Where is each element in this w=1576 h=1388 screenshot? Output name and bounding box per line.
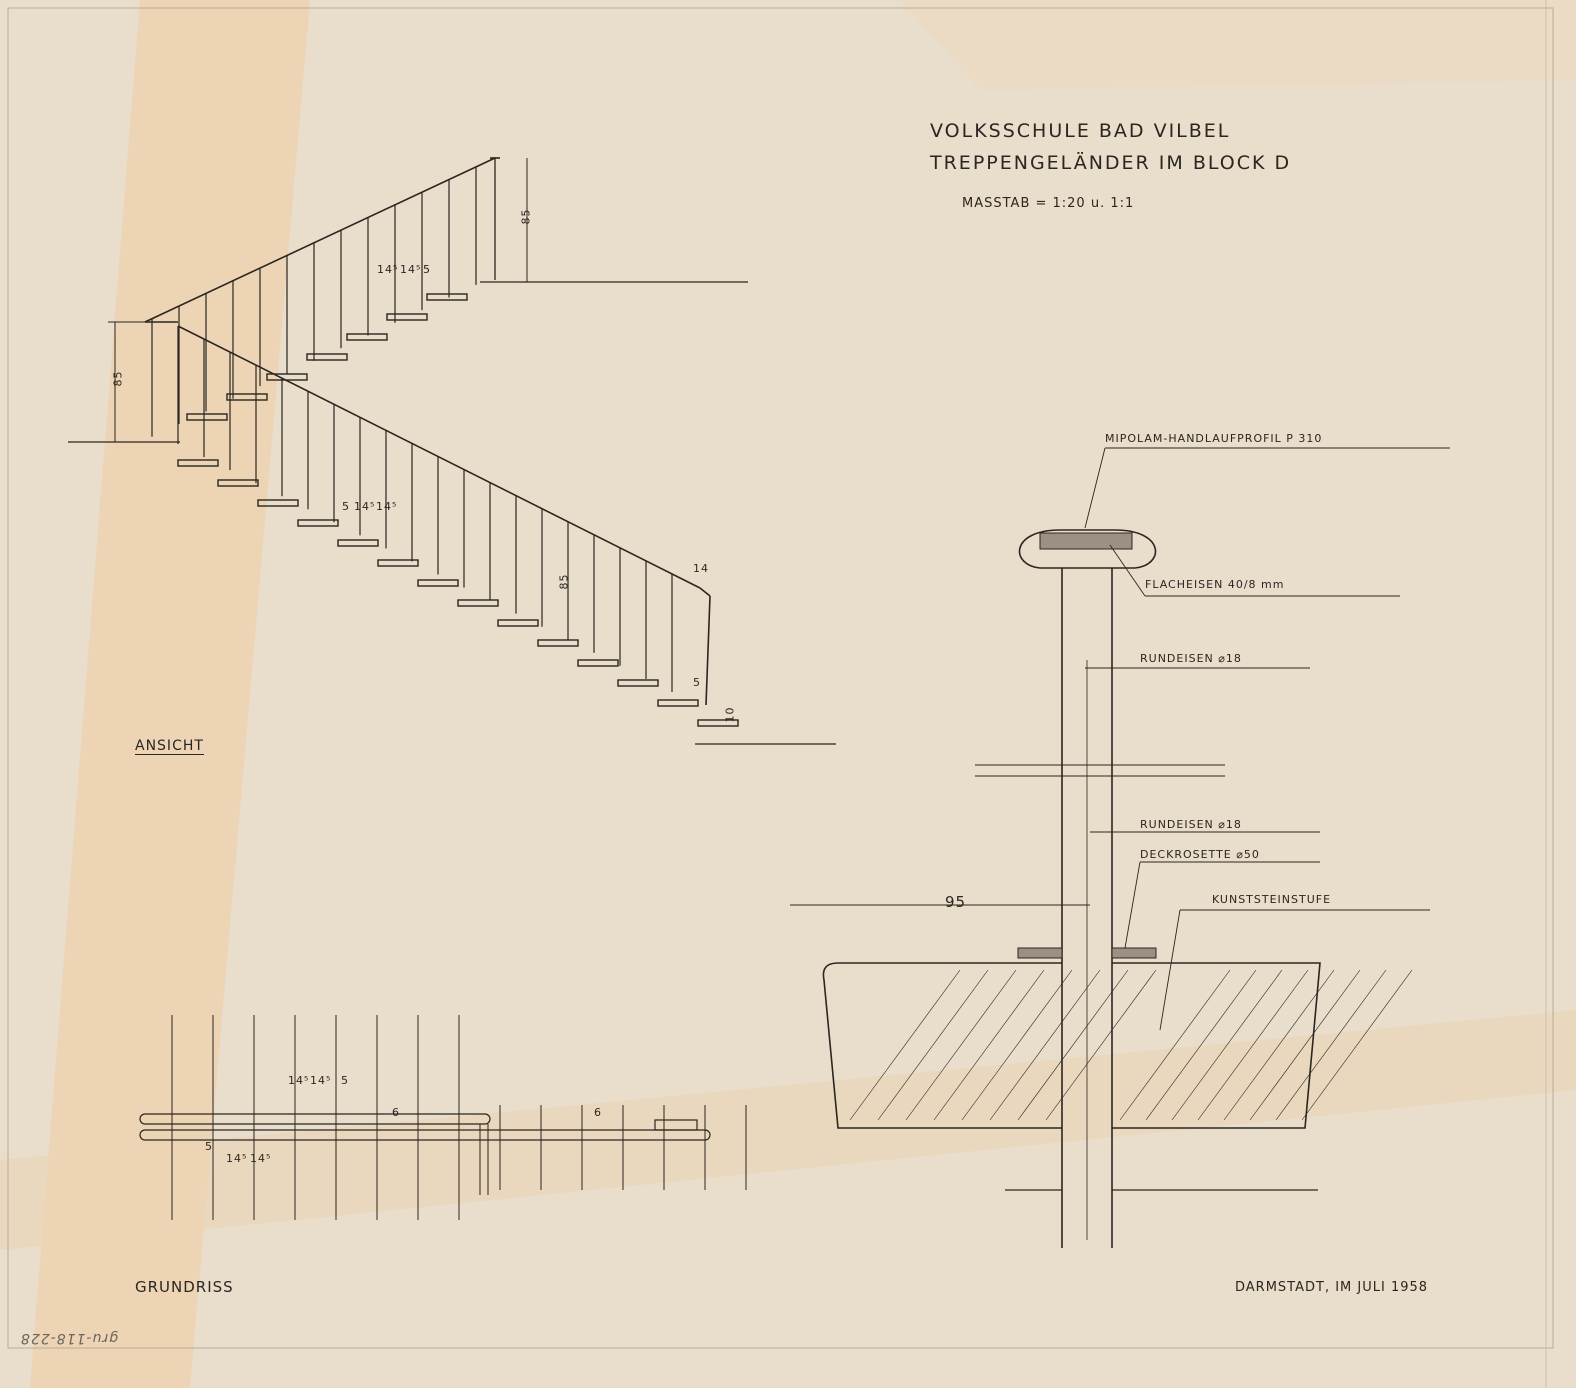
- leader-rosette-arrow: [1124, 861, 1141, 949]
- upper-handrail: [144, 157, 496, 323]
- sheet-border: [7, 7, 1554, 1349]
- label-handrail-profile: MIPOLAM-HANDLAUFPROFIL P 310: [1105, 432, 1323, 445]
- dim-lower-height: 85: [111, 370, 125, 387]
- lower-step: [537, 639, 579, 647]
- hatch: [1145, 969, 1257, 1121]
- dim-upper-spacing-3: 5: [423, 263, 431, 276]
- leader-flat-iron-arrow: [1109, 544, 1146, 597]
- dim-mid-spacing-1: 5: [342, 500, 350, 513]
- lower-step: [177, 459, 219, 467]
- dim-upper-height: 85: [519, 208, 533, 225]
- dim-upper-spacing-2: 14⁵: [400, 263, 422, 276]
- hatch: [1275, 969, 1387, 1121]
- plan-dim-v2: 6: [594, 1106, 602, 1119]
- hatch: [933, 969, 1045, 1121]
- plan-rail-upper: [139, 1113, 491, 1125]
- handrail-drop: [705, 595, 711, 706]
- dim-95: 95: [945, 893, 967, 911]
- plan-rail-lower: [139, 1129, 711, 1141]
- tape-stain-left: [30, 0, 310, 1388]
- plan-end-cap: [654, 1119, 698, 1131]
- plan-dim-bottom-3: 14⁵: [250, 1152, 272, 1165]
- lower-step: [257, 499, 299, 507]
- lower-step: [697, 719, 739, 727]
- upper-step: [226, 393, 268, 401]
- elevation-label: ANSICHT: [135, 738, 204, 755]
- tape-stain-top: [900, 0, 1576, 90]
- hatch: [1045, 969, 1157, 1121]
- dim-upper-spacing-1: 14⁵: [377, 263, 399, 276]
- plan-dim-top-1: 14⁵: [288, 1074, 310, 1087]
- label-flat-iron: FLACHEISEN 40/8 mm: [1145, 578, 1285, 591]
- lower-step: [417, 579, 459, 587]
- dim-mid-spacing-3: 14⁵: [376, 500, 398, 513]
- hatch: [849, 969, 961, 1121]
- hatch: [1249, 969, 1361, 1121]
- scale-label: MASSTAB = 1:20 u. 1:1: [962, 196, 1135, 211]
- plan-dim-bottom-1: 5: [205, 1140, 213, 1153]
- dim-mid-spacing-2: 14⁵: [354, 500, 376, 513]
- hatch: [1119, 969, 1231, 1121]
- lower-step: [657, 699, 699, 707]
- upper-step: [186, 413, 228, 421]
- lower-step: [297, 519, 339, 527]
- dim-mid-height: 85: [557, 573, 571, 590]
- rosette-left: [1017, 947, 1063, 959]
- plan-dim-v1: 6: [392, 1106, 400, 1119]
- archive-number: gru-118-228: [20, 1330, 119, 1346]
- lower-step: [377, 559, 419, 567]
- hatch: [1197, 969, 1309, 1121]
- lower-step: [497, 619, 539, 627]
- handrail-profile: [1018, 529, 1157, 569]
- upper-step: [306, 353, 348, 361]
- upper-step: [426, 293, 468, 301]
- handrail-detail: [790, 447, 1450, 1248]
- leader-step-arrow: [1159, 909, 1181, 1031]
- stone-step-left: [822, 962, 1062, 1129]
- label-round-iron-2: RUNDEISEN ⌀18: [1140, 818, 1242, 831]
- lower-step: [457, 599, 499, 607]
- upper-step: [386, 313, 428, 321]
- title-line-1: VOLKSSCHULE BAD VILBEL: [930, 120, 1231, 142]
- hatch: [905, 969, 1017, 1121]
- stair-elevation: [68, 157, 836, 745]
- flat-iron-section: [1039, 532, 1133, 550]
- tape-stain-bottom: [0, 1010, 1576, 1250]
- lower-step: [217, 479, 259, 487]
- dim-10: 10: [723, 706, 737, 723]
- handrail-bend: [699, 587, 711, 597]
- stone-step-right: [1112, 962, 1321, 1129]
- label-rosette: DECKROSETTE ⌀50: [1140, 848, 1260, 861]
- hatch: [1017, 969, 1129, 1121]
- title-line-2: TREPPENGELÄNDER IM BLOCK D: [930, 152, 1292, 174]
- lower-step: [577, 659, 619, 667]
- dim-5: 5: [693, 676, 701, 689]
- hatch: [1223, 969, 1335, 1121]
- label-round-iron-1: RUNDEISEN ⌀18: [1140, 652, 1242, 665]
- plan-view: [139, 1015, 747, 1220]
- place-date: DARMSTADT, IM JULI 1958: [1235, 1280, 1429, 1295]
- plan-label: GRUNDRISS: [135, 1278, 234, 1296]
- upper-step: [346, 333, 388, 341]
- leader-handrail-arrow: [1084, 447, 1106, 529]
- lower-handrail: [177, 325, 701, 589]
- plan-dim-top-2: 14⁵: [310, 1074, 332, 1087]
- plan-dim-top-3: 5: [341, 1074, 349, 1087]
- hatch: [1301, 969, 1413, 1121]
- label-artificial-stone-step: KUNSTSTEINSTUFE: [1212, 893, 1332, 906]
- hatch: [961, 969, 1073, 1121]
- dim-14: 14: [693, 562, 709, 575]
- hatch: [877, 969, 989, 1121]
- lower-step: [617, 679, 659, 687]
- hatch: [1171, 969, 1283, 1121]
- lower-step: [337, 539, 379, 547]
- rosette-right: [1111, 947, 1157, 959]
- hatch: [989, 969, 1101, 1121]
- plan-dim-bottom-2: 14⁵: [226, 1152, 248, 1165]
